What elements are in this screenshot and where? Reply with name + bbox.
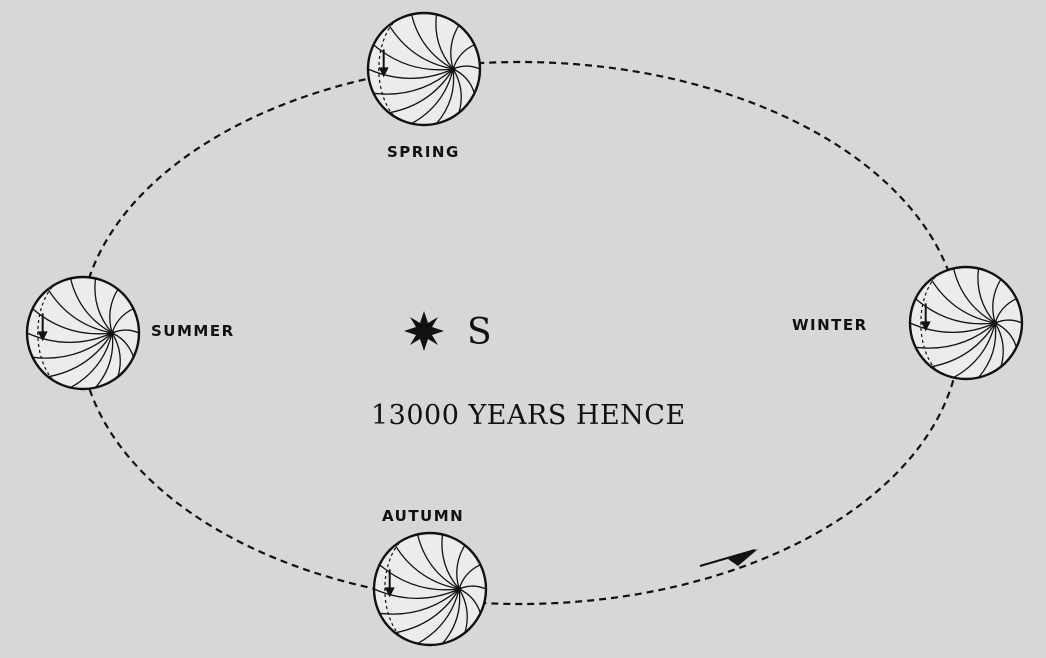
meridian-line xyxy=(367,68,454,80)
meridian-line xyxy=(47,332,113,378)
winter-globe-icon xyxy=(908,265,1024,381)
meridian-line xyxy=(416,534,460,590)
winter-label: WINTER xyxy=(792,316,868,334)
pole-dot xyxy=(456,586,462,592)
meridian-line xyxy=(388,68,454,114)
meridian-line xyxy=(411,68,454,125)
sun-star-icon xyxy=(404,311,444,351)
meridian-line xyxy=(452,44,475,70)
summer-label: SUMMER xyxy=(151,322,235,340)
terminator-line xyxy=(37,286,53,380)
meridian-line xyxy=(994,322,1004,367)
arrowhead-icon xyxy=(37,331,48,342)
terminator-line xyxy=(920,276,936,370)
meridian-line xyxy=(111,308,134,334)
meridian-line xyxy=(909,322,996,334)
meridian-line xyxy=(94,278,113,334)
meridian-line xyxy=(952,268,996,324)
meridian-line xyxy=(456,544,466,590)
terminator-line xyxy=(378,22,394,116)
terminator-line xyxy=(384,542,400,636)
meridian-line xyxy=(458,588,468,633)
arrowhead-icon xyxy=(728,549,758,566)
pole-dot xyxy=(992,320,998,326)
meridian-line xyxy=(394,544,460,590)
meridian-line xyxy=(977,268,996,324)
meridian-line xyxy=(452,68,476,94)
spring-label: SPRING xyxy=(387,143,460,161)
meridian-line xyxy=(441,588,461,645)
arrowhead-icon xyxy=(378,67,389,78)
meridian-line xyxy=(70,332,113,389)
spring-globe-icon xyxy=(366,11,482,127)
meridian-line xyxy=(441,534,460,590)
sun-label: S xyxy=(467,312,492,353)
meridian-line xyxy=(452,68,462,113)
meridian-line xyxy=(94,332,114,389)
meridian-line xyxy=(111,332,121,377)
meridian-line xyxy=(69,278,113,334)
arrow-shaft xyxy=(699,548,756,568)
meridian-line xyxy=(111,332,135,358)
meridian-line xyxy=(994,322,1018,348)
diagram-caption: 13000 YEARS HENCE xyxy=(371,400,686,431)
pole-dot xyxy=(109,330,115,336)
meridian-line xyxy=(994,298,1017,324)
arrowhead-icon xyxy=(920,321,931,332)
meridian-line xyxy=(953,322,996,379)
arrowhead-icon xyxy=(384,587,395,598)
autumn-label: AUTUMN xyxy=(382,507,465,525)
meridian-line xyxy=(373,588,460,600)
pole-dot xyxy=(450,66,456,72)
meridian-line xyxy=(394,588,460,634)
meridian-line xyxy=(930,278,996,324)
meridian-line xyxy=(992,278,1002,324)
meridian-line xyxy=(388,24,454,70)
meridian-line xyxy=(930,322,996,368)
meridian-line xyxy=(410,14,454,70)
meridian-line xyxy=(450,24,460,70)
meridian-line xyxy=(435,14,454,70)
summer-globe-icon xyxy=(25,275,141,391)
meridian-line xyxy=(109,288,119,334)
meridian-line xyxy=(458,588,482,614)
meridian-line xyxy=(47,288,113,334)
autumn-globe-icon xyxy=(372,531,488,647)
meridian-line xyxy=(977,322,997,379)
meridian-line xyxy=(435,68,455,125)
meridian-line xyxy=(26,332,113,344)
meridian-line xyxy=(458,564,481,590)
meridian-line xyxy=(417,588,460,645)
